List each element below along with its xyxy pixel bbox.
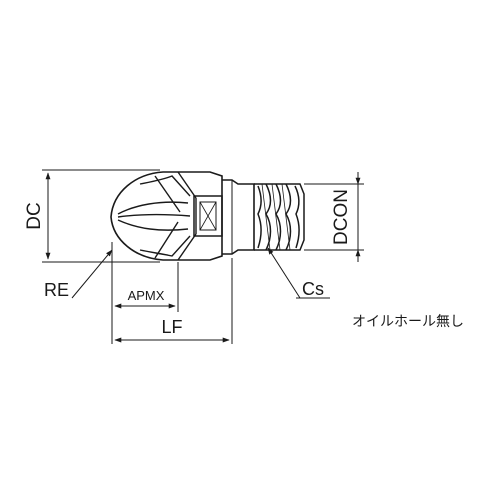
oil-hole-note: オイルホール無し	[352, 314, 464, 330]
flute-lines	[117, 171, 197, 261]
re-label: RE	[44, 280, 69, 300]
dcon-dimension: DCON	[304, 172, 364, 262]
re-leader: RE	[44, 249, 113, 300]
thread	[254, 183, 305, 251]
cs-label: Cs	[302, 279, 324, 299]
dc-dimension: DC	[24, 169, 160, 263]
cs-leader: Cs	[267, 247, 330, 299]
dcon-label: DCON	[331, 189, 352, 245]
lf-label: LF	[161, 317, 182, 337]
wrench-flat	[193, 195, 223, 237]
apmx-dimension: APMX	[111, 242, 179, 344]
apmx-label: APMX	[128, 288, 165, 303]
tool-head	[110, 171, 223, 261]
dc-label: DC	[24, 202, 45, 229]
tool-shank	[222, 179, 255, 255]
lf-dimension: LF	[114, 258, 233, 344]
